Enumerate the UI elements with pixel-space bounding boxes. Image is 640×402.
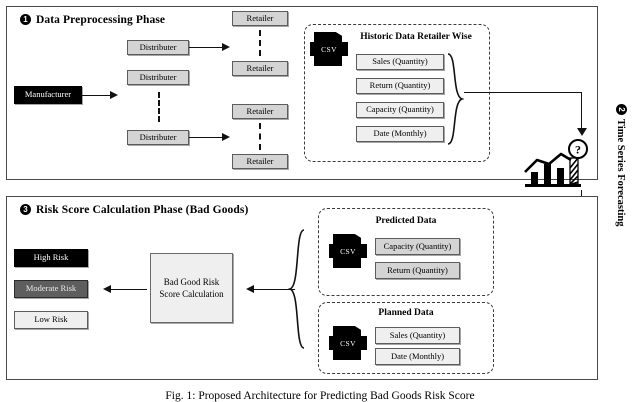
phase-1-title: 1 Data Preprocessing Phase <box>20 14 165 26</box>
field-historic-return[interactable]: Return (Quantity) <box>356 78 444 94</box>
csv-label-text: CSV <box>321 44 337 54</box>
connector-historic-to-forecast-h <box>464 92 582 94</box>
field-planned-date[interactable]: Date (Monthly) <box>375 348 460 365</box>
csv-foot-shape <box>333 257 361 268</box>
csv-label-band: CSV <box>329 244 367 258</box>
phase-3-number-badge: 3 <box>20 204 31 215</box>
csv-foot-shape <box>314 55 342 66</box>
csv-label-text: CSV <box>340 338 356 348</box>
field-predicted-return[interactable]: Return (Quantity) <box>375 262 460 279</box>
svg-text:?: ? <box>575 143 581 157</box>
field-predicted-capacity[interactable]: Capacity (Quantity) <box>375 238 460 255</box>
risk-level-high[interactable]: High Risk <box>14 249 88 267</box>
csv-icon-planned: CSV <box>329 326 367 364</box>
predicted-data-group-title: Predicted Data <box>375 216 437 226</box>
connector-distributor1-to-retailer <box>189 46 224 48</box>
phase-1-title-text: Data Preprocessing Phase <box>36 14 166 26</box>
csv-label-band: CSV <box>329 336 367 350</box>
csv-sheet-shape <box>333 234 361 246</box>
divider-distributors-dashed <box>158 92 160 122</box>
risk-level-moderate[interactable]: Moderate Risk <box>14 280 88 298</box>
node-retailer-2[interactable]: Retailer <box>232 61 288 76</box>
phase-2-number-badge: 2 <box>616 104 627 115</box>
historic-data-group-title: Historic Data Retailer Wise <box>360 32 472 42</box>
arrowhead-manufacturer-to-distributor <box>110 90 118 99</box>
arrowhead-distributor1-to-retailer <box>222 42 230 51</box>
field-planned-sales[interactable]: Sales (Quantity) <box>375 327 460 344</box>
csv-icon-historic: CSV <box>310 32 348 70</box>
connector-data-to-calc <box>253 288 295 290</box>
field-historic-capacity[interactable]: Capacity (Quantity) <box>356 102 444 118</box>
forecast-chart-question-icon: ? <box>524 139 588 187</box>
arrowhead-calc-to-risk <box>103 285 111 293</box>
csv-icon-predicted: CSV <box>329 234 367 272</box>
node-retailer-1[interactable]: Retailer <box>232 11 288 26</box>
risk-level-low[interactable]: Low Risk <box>14 311 88 329</box>
node-retailer-3[interactable]: Retailer <box>232 104 288 119</box>
planned-data-group <box>318 302 494 374</box>
divider-retailers-dashed-top <box>259 30 261 56</box>
brace-phase3-data-groups <box>288 229 305 349</box>
phase-2-title: 2Time Series Forecasting <box>615 104 627 227</box>
connector-calc-to-risk <box>110 288 147 290</box>
field-historic-date[interactable]: Date (Monthly) <box>356 126 444 142</box>
csv-sheet-shape <box>333 326 361 338</box>
arrowhead-data-to-calc <box>246 285 254 293</box>
connector-distributor3-to-retailer <box>189 136 224 138</box>
node-retailer-4[interactable]: Retailer <box>232 154 288 169</box>
node-distributor-1[interactable]: Distributer <box>127 40 189 55</box>
csv-sheet-shape <box>314 32 342 44</box>
bad-goods-risk-score-calculation[interactable]: Bad Good Risk Score Calculation <box>150 253 233 323</box>
calc-line-1: Bad Good Risk <box>163 276 220 287</box>
node-distributor-3[interactable]: Distributer <box>127 130 189 145</box>
figure-caption: Fig. 1: Proposed Architecture for Predic… <box>165 390 475 402</box>
node-distributor-2[interactable]: Distributer <box>127 70 189 85</box>
phase-3-title: 3 Risk Score Calculation Phase (Bad Goods… <box>20 204 248 216</box>
divider-retailers-dashed-bottom <box>259 123 261 150</box>
field-historic-sales[interactable]: Sales (Quantity) <box>356 54 444 70</box>
phase-3-title-text: Risk Score Calculation Phase (Bad Goods) <box>36 204 249 216</box>
connector-historic-to-forecast-v <box>581 92 583 130</box>
connector-manufacturer-to-distributor <box>82 94 112 96</box>
calc-line-2: Score Calculation <box>159 289 224 299</box>
csv-foot-shape <box>333 349 361 360</box>
brace-historic-fields <box>447 53 464 145</box>
arrowhead-distributor3-to-retailer <box>222 132 230 141</box>
arrowhead-to-forecast <box>577 128 587 136</box>
predicted-data-group <box>318 208 494 296</box>
csv-label-text: CSV <box>340 246 356 256</box>
csv-label-band: CSV <box>310 42 348 56</box>
phase-2-title-text: Time Series Forecasting <box>615 119 626 227</box>
phase-1-number-badge: 1 <box>20 14 31 25</box>
node-manufacturer[interactable]: Manufacturer <box>14 86 82 104</box>
planned-data-group-title: Planned Data <box>378 308 434 318</box>
